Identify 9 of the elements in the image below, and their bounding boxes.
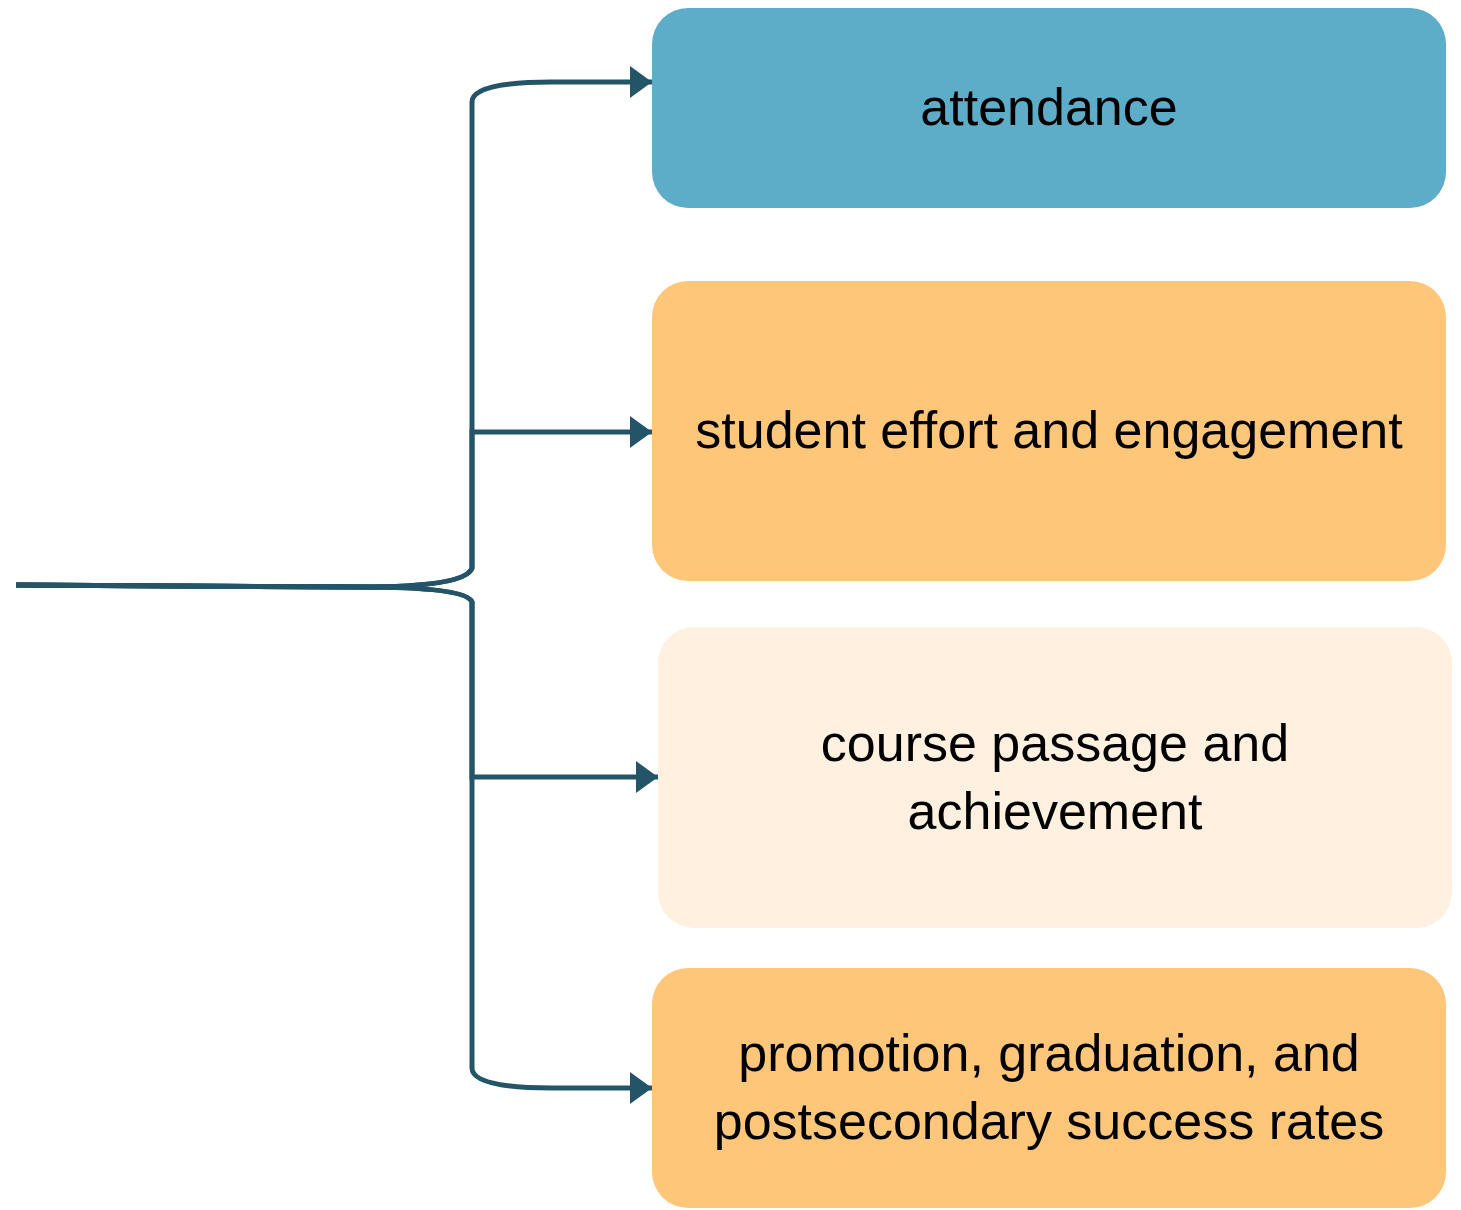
box-label: student effort and engagement [695,400,1403,462]
rounded-box [658,627,1452,928]
rounded-box [652,8,1446,208]
box-label: promotion, graduation, and postsecondary success rates [712,1023,1386,1152]
rounded-box [652,281,1446,581]
rounded-box [652,968,1446,1208]
box-label: course passage and achievement [819,712,1291,842]
box-label: attendance [920,77,1178,139]
arrow [16,582,652,1104]
